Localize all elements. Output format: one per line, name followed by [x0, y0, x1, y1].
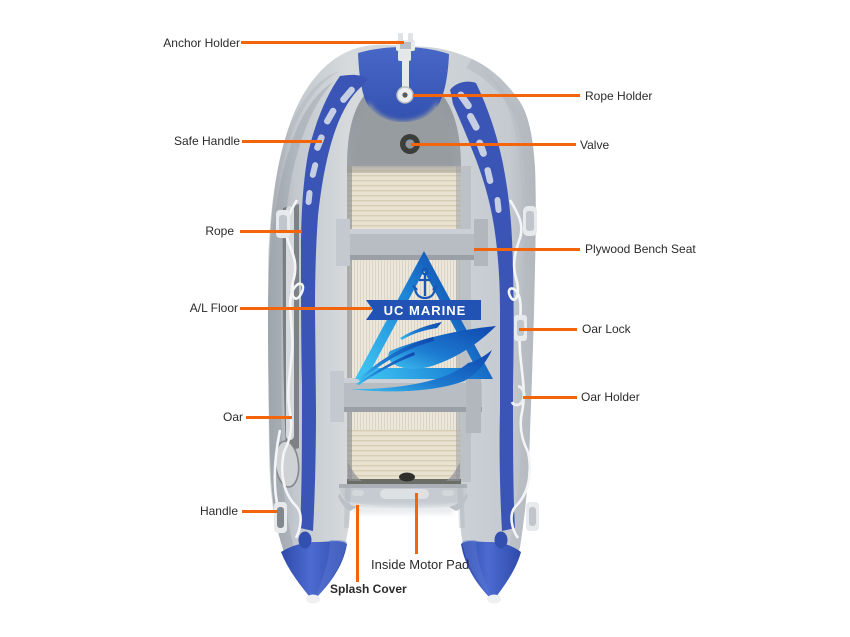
svg-text:UC MARINE: UC MARINE [384, 303, 467, 318]
